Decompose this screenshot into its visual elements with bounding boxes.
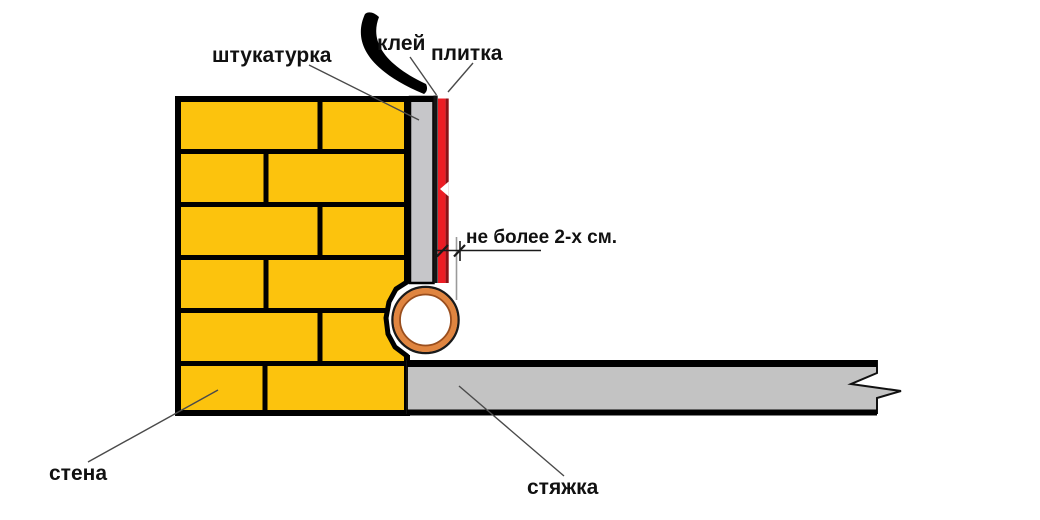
notch-cut-outline — [383, 279, 410, 359]
leader-line-tile — [447, 62, 474, 93]
tile-layer — [438, 98, 446, 283]
finish-layers — [404, 95, 449, 285]
dimension-annotation — [436, 237, 541, 300]
leader-line-screed — [458, 385, 565, 477]
brick-wall — [175, 96, 410, 416]
tile-joint-notch — [440, 181, 449, 197]
label-plaster: штукатурка — [212, 44, 332, 67]
pipe-inner-line — [399, 293, 452, 347]
pipe-ring — [393, 288, 458, 352]
label-dimension-note: не более 2-х см. — [466, 227, 617, 248]
leader-line-glue — [409, 56, 438, 96]
pipe — [391, 285, 460, 355]
leader-line-plaster — [308, 64, 420, 121]
plaster-layer — [408, 95, 435, 285]
leader-line-wall — [87, 389, 219, 463]
dimension-tick — [436, 244, 449, 258]
label-glue: клей — [377, 32, 425, 55]
label-tile: плитка — [431, 42, 503, 65]
dimension-tick — [453, 244, 466, 258]
curved-marker — [360, 12, 428, 94]
label-wall: стена — [49, 462, 107, 485]
pipe-outer-outline — [391, 285, 460, 355]
screed-slab — [406, 360, 902, 416]
label-screed: стяжка — [527, 476, 599, 499]
glue-layer — [433, 95, 438, 283]
